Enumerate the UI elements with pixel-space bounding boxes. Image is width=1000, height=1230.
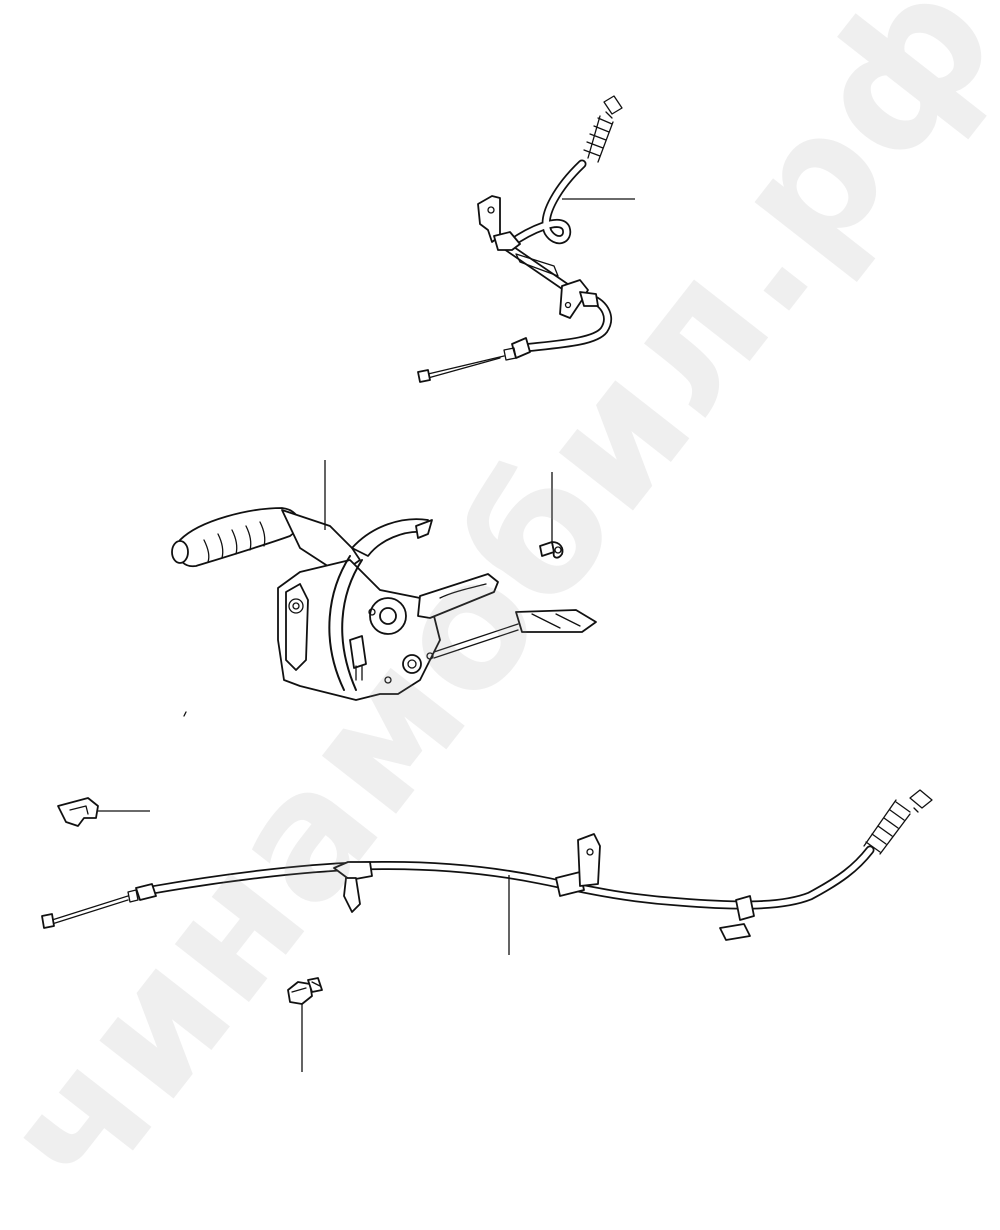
- flange-bolt-icon[interactable]: [287, 977, 323, 1005]
- parts-diagram-canvas: [41, 95, 933, 1072]
- bolt-icon[interactable]: [539, 541, 564, 559]
- parking-brake-lever-icon[interactable]: [171, 507, 597, 701]
- stray-mark: [183, 711, 187, 717]
- brake-cable-front-icon[interactable]: [417, 95, 623, 383]
- brake-cable-rear-icon[interactable]: [41, 789, 933, 941]
- retaining-clip-icon[interactable]: [57, 797, 99, 827]
- exploded-parts-diagram: [41, 95, 933, 1072]
